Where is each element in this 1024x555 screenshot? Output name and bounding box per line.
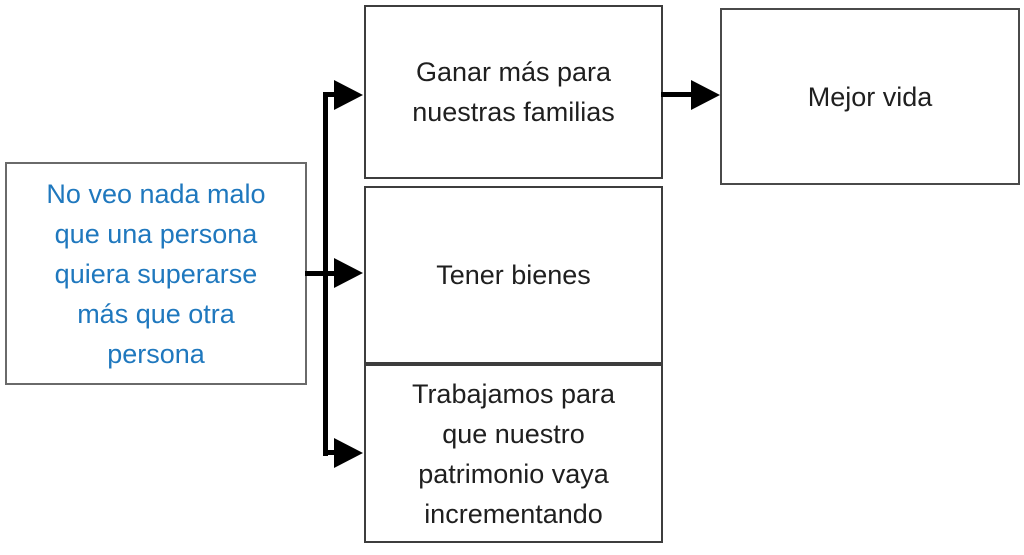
connector-stem-line bbox=[305, 271, 337, 276]
connector-vertical-line bbox=[323, 92, 328, 456]
arrowhead-bottom-icon bbox=[334, 438, 363, 468]
arrowhead-top-icon bbox=[334, 80, 363, 110]
arrowhead-middle-icon bbox=[334, 258, 363, 288]
node-reason-top: Ganar más para nuestras familias bbox=[364, 5, 663, 179]
node-reason-middle: Tener bienes bbox=[364, 186, 663, 364]
node-opinion: No veo nada malo que una persona quiera … bbox=[5, 162, 307, 385]
connector-branch-top-line bbox=[323, 92, 337, 97]
connector-branch-bottom-line bbox=[323, 450, 337, 455]
node-reason-bottom: Trabajamos para que nuestro patrimonio v… bbox=[364, 364, 663, 543]
node-reason-middle-label: Tener bienes bbox=[436, 260, 591, 290]
node-opinion-label: No veo nada malo que una persona quiera … bbox=[46, 178, 266, 369]
arrowhead-outcome-icon bbox=[691, 80, 720, 110]
node-reason-bottom-label: Trabajamos para que nuestro patrimonio v… bbox=[411, 378, 616, 529]
node-outcome-label: Mejor vida bbox=[807, 81, 933, 112]
connector-outcome-line bbox=[661, 92, 695, 97]
node-reason-top-label: Ganar más para nuestras familias bbox=[412, 57, 615, 127]
node-outcome: Mejor vida bbox=[720, 8, 1020, 185]
